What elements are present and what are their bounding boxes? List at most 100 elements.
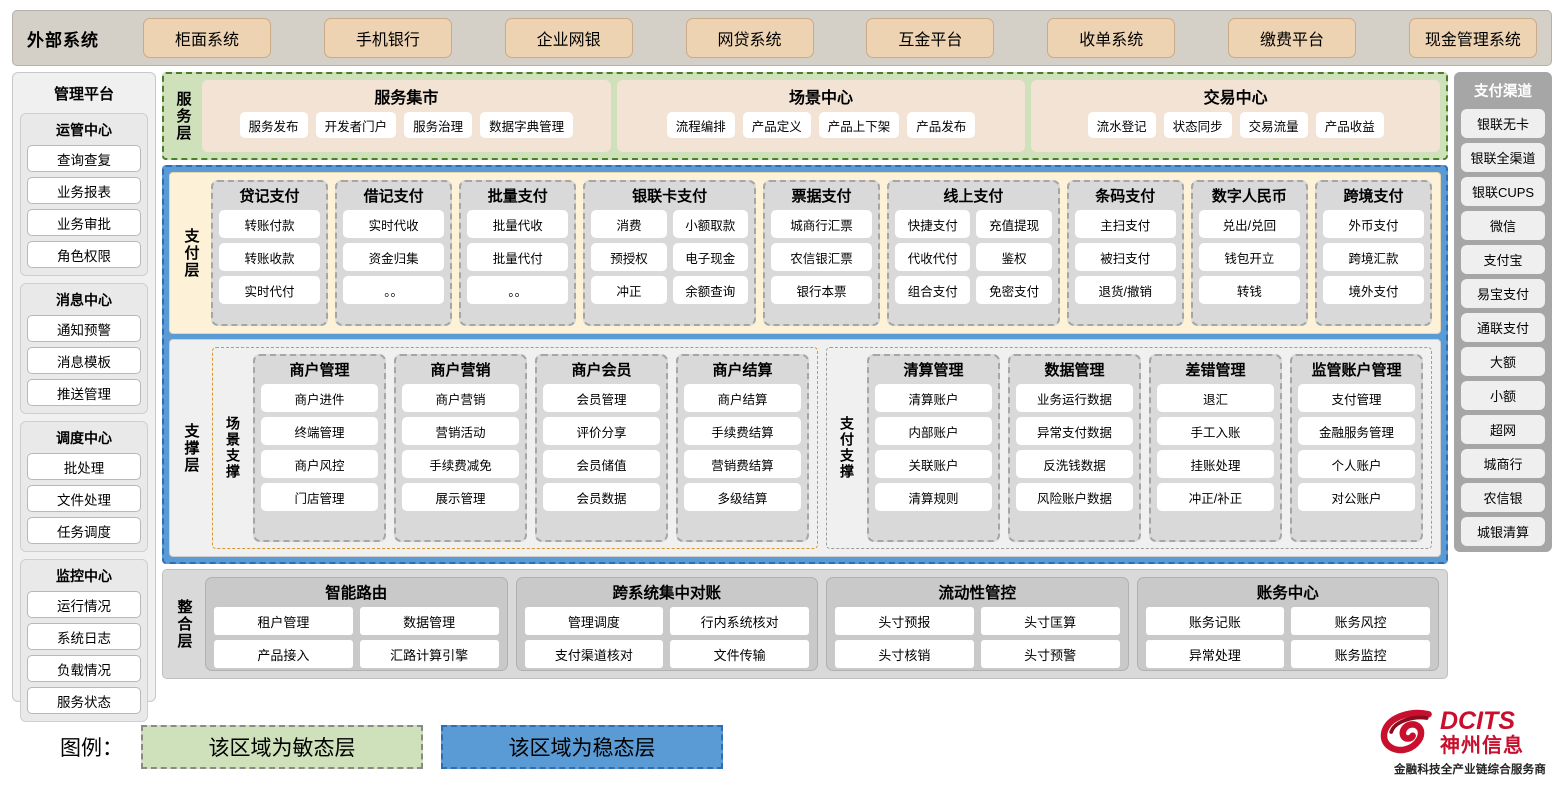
integration-cell[interactable]: 行内系统核对 xyxy=(670,607,809,635)
external-system-chip[interactable]: 缴费平台 xyxy=(1228,18,1357,58)
management-item[interactable]: 负载情况 xyxy=(27,655,141,682)
payment-cell[interactable]: 批量代收 xyxy=(467,210,569,238)
scene-support-cell[interactable]: 评价分享 xyxy=(543,417,660,445)
scene-support-cell[interactable]: 营销费结算 xyxy=(684,450,801,478)
payment-cell[interactable]: 退货/撤销 xyxy=(1074,276,1176,304)
payment-support-cell[interactable]: 反洗钱数据 xyxy=(1016,450,1133,478)
scene-support-cell[interactable]: 手续费减免 xyxy=(402,450,519,478)
integration-cell[interactable]: 数据管理 xyxy=(359,607,499,635)
service-chip[interactable]: 开发者门户 xyxy=(315,112,397,138)
integration-cell[interactable]: 账务记账 xyxy=(1145,607,1285,635)
service-chip[interactable]: 流水登记 xyxy=(1087,112,1156,138)
payment-cell[interactable]: 跨境汇款 xyxy=(1322,243,1425,271)
payment-support-cell[interactable]: 退汇 xyxy=(1157,384,1274,412)
payment-cell[interactable]: 鉴权 xyxy=(976,243,1052,271)
payment-channel-item[interactable]: 超网 xyxy=(1461,415,1545,444)
payment-cell[interactable]: 组合支付 xyxy=(895,276,971,304)
scene-support-cell[interactable]: 展示管理 xyxy=(402,483,519,511)
management-item[interactable]: 任务调度 xyxy=(27,517,141,544)
payment-cell[interactable]: 电子现金 xyxy=(672,243,748,271)
payment-support-cell[interactable]: 清算规则 xyxy=(875,483,992,511)
service-chip[interactable]: 数据字典管理 xyxy=(480,112,574,138)
payment-support-cell[interactable]: 个人账户 xyxy=(1298,450,1415,478)
scene-support-cell[interactable]: 门店管理 xyxy=(261,483,378,511)
payment-cell[interactable]: 。。 xyxy=(467,276,569,304)
scene-support-cell[interactable]: 会员数据 xyxy=(543,483,660,511)
payment-support-cell[interactable]: 金融服务管理 xyxy=(1298,417,1415,445)
integration-cell[interactable]: 头寸预报 xyxy=(835,607,974,635)
external-system-chip[interactable]: 网贷系统 xyxy=(685,18,814,58)
payment-channel-item[interactable]: 小额 xyxy=(1461,381,1545,410)
payment-cell[interactable]: 实时代付 xyxy=(219,276,321,304)
integration-cell[interactable]: 租户管理 xyxy=(214,607,353,635)
scene-support-cell[interactable]: 商户营销 xyxy=(402,384,519,412)
payment-cell[interactable]: 转账付款 xyxy=(219,210,321,238)
payment-cell[interactable]: 。。 xyxy=(343,276,445,304)
payment-channel-item[interactable]: 银联无卡 xyxy=(1461,109,1545,138)
payment-support-cell[interactable]: 内部账户 xyxy=(875,417,992,445)
payment-cell[interactable]: 银行本票 xyxy=(770,276,873,304)
payment-support-cell[interactable]: 对公账户 xyxy=(1298,483,1415,511)
payment-channel-item[interactable]: 城银清算 xyxy=(1461,517,1545,546)
scene-support-cell[interactable]: 手续费结算 xyxy=(684,417,801,445)
payment-cell[interactable]: 转账收款 xyxy=(219,243,321,271)
scene-support-cell[interactable]: 商户结算 xyxy=(684,384,801,412)
payment-cell[interactable]: 快捷支付 xyxy=(895,210,971,238)
payment-support-cell[interactable]: 手工入账 xyxy=(1157,417,1274,445)
payment-support-cell[interactable]: 业务运行数据 xyxy=(1016,384,1133,412)
payment-channel-item[interactable]: 易宝支付 xyxy=(1461,279,1545,308)
management-item[interactable]: 文件处理 xyxy=(27,485,141,512)
scene-support-cell[interactable]: 营销活动 xyxy=(402,417,519,445)
payment-cell[interactable]: 消费 xyxy=(591,210,667,238)
payment-channel-item[interactable]: 城商行 xyxy=(1461,449,1545,478)
scene-support-cell[interactable]: 商户进件 xyxy=(261,384,378,412)
integration-cell[interactable]: 管理调度 xyxy=(524,607,664,635)
payment-cell[interactable]: 预授权 xyxy=(591,243,667,271)
payment-cell[interactable]: 被扫支付 xyxy=(1074,243,1176,271)
payment-cell[interactable]: 外币支付 xyxy=(1322,210,1425,238)
external-system-chip[interactable]: 手机银行 xyxy=(323,18,452,58)
integration-cell[interactable]: 产品接入 xyxy=(214,640,353,668)
service-chip[interactable]: 交易流量 xyxy=(1239,112,1308,138)
payment-channel-item[interactable]: 微信 xyxy=(1461,211,1545,240)
integration-cell[interactable]: 文件传输 xyxy=(670,640,809,668)
payment-cell[interactable]: 批量代付 xyxy=(467,243,569,271)
management-item[interactable]: 系统日志 xyxy=(27,623,141,650)
management-item[interactable]: 推送管理 xyxy=(27,379,141,406)
integration-cell[interactable]: 账务风控 xyxy=(1291,607,1430,635)
payment-cell[interactable]: 余额查询 xyxy=(672,276,748,304)
payment-cell[interactable]: 实时代收 xyxy=(343,210,445,238)
management-item[interactable]: 查询查复 xyxy=(27,145,141,172)
external-system-chip[interactable]: 企业网银 xyxy=(504,18,633,58)
payment-cell[interactable]: 资金归集 xyxy=(343,243,445,271)
payment-cell[interactable]: 代收代付 xyxy=(895,243,971,271)
payment-channel-item[interactable]: 通联支付 xyxy=(1461,313,1545,342)
service-chip[interactable]: 产品定义 xyxy=(742,112,811,138)
external-system-chip[interactable]: 现金管理系统 xyxy=(1408,18,1537,58)
management-item[interactable]: 运行情况 xyxy=(27,591,141,618)
payment-channel-item[interactable]: 银联CUPS xyxy=(1461,177,1545,206)
payment-support-cell[interactable]: 挂账处理 xyxy=(1157,450,1274,478)
payment-channel-item[interactable]: 农信银 xyxy=(1461,483,1545,512)
scene-support-cell[interactable]: 终端管理 xyxy=(261,417,378,445)
payment-cell[interactable]: 主扫支付 xyxy=(1074,210,1176,238)
service-chip[interactable]: 产品上下架 xyxy=(818,112,900,138)
integration-cell[interactable]: 汇路计算引擎 xyxy=(359,640,499,668)
payment-cell[interactable]: 转钱 xyxy=(1198,276,1300,304)
payment-cell[interactable]: 兑出/兑回 xyxy=(1198,210,1300,238)
integration-cell[interactable]: 头寸核销 xyxy=(835,640,974,668)
external-system-chip[interactable]: 柜面系统 xyxy=(143,18,271,58)
payment-support-cell[interactable]: 异常支付数据 xyxy=(1016,417,1133,445)
payment-cell[interactable]: 钱包开立 xyxy=(1198,243,1300,271)
management-item[interactable]: 业务报表 xyxy=(27,177,141,204)
service-chip[interactable]: 流程编排 xyxy=(666,112,735,138)
service-chip[interactable]: 服务治理 xyxy=(404,112,473,138)
payment-support-cell[interactable]: 风险账户数据 xyxy=(1016,483,1133,511)
scene-support-cell[interactable]: 商户风控 xyxy=(261,450,378,478)
payment-cell[interactable]: 境外支付 xyxy=(1322,276,1425,304)
service-chip[interactable]: 服务发布 xyxy=(239,112,308,138)
payment-support-cell[interactable]: 清算账户 xyxy=(875,384,992,412)
management-item[interactable]: 业务审批 xyxy=(27,209,141,236)
service-chip[interactable]: 产品发布 xyxy=(907,112,976,138)
payment-support-cell[interactable]: 冲正/补正 xyxy=(1157,483,1274,511)
